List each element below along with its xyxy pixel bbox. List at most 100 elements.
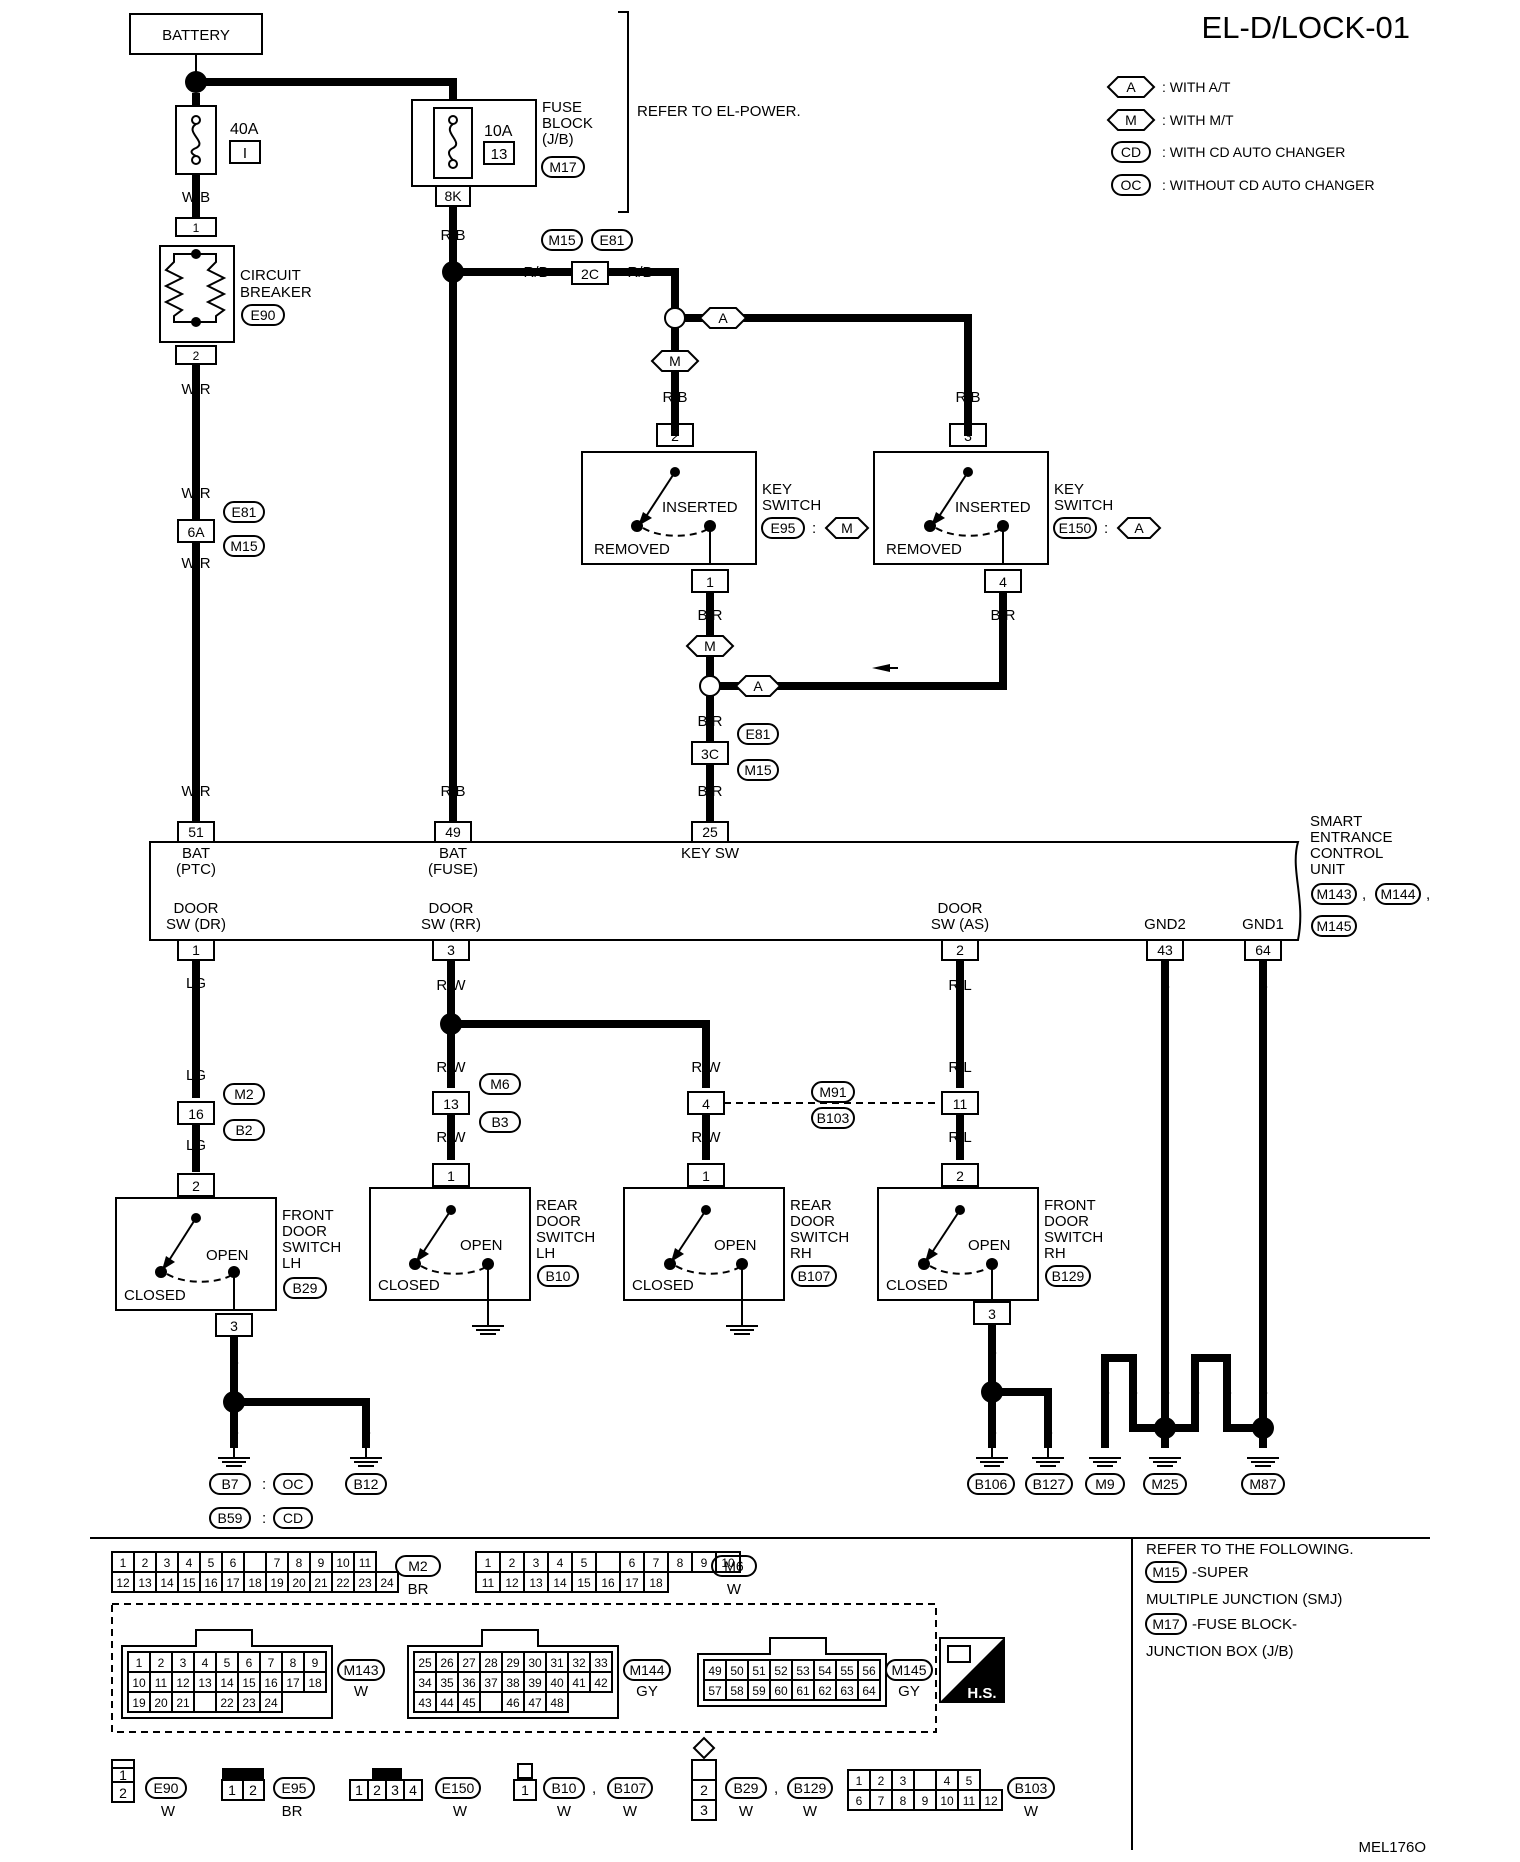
svg-text:1: 1 xyxy=(702,1168,710,1184)
connector-pin-label: 18 xyxy=(308,1676,322,1690)
svg-text:KEY: KEY xyxy=(1054,481,1084,498)
connector-pin-cell xyxy=(479,1691,503,1713)
svg-text:2: 2 xyxy=(700,1782,708,1798)
svg-text:OC: OC xyxy=(1121,177,1142,193)
svg-text:-SUPER: -SUPER xyxy=(1192,1564,1249,1581)
svg-text:2: 2 xyxy=(119,1785,127,1801)
svg-text:E90: E90 xyxy=(154,1780,179,1796)
svg-text:INSERTED: INSERTED xyxy=(662,499,738,516)
svg-text:B29: B29 xyxy=(293,1280,318,1296)
connector-pin-label: 63 xyxy=(840,1684,854,1698)
joint-4: 4 xyxy=(702,1096,710,1112)
connector-pin-label: 51 xyxy=(752,1664,766,1678)
ground-b7: B7 xyxy=(221,1476,238,1492)
connector-pin-label: 16 xyxy=(204,1576,218,1590)
connector-pin-label: 3 xyxy=(900,1774,907,1788)
fuse-40a xyxy=(175,105,217,175)
fuse-10a-id: 13 xyxy=(491,146,508,163)
connector-pin-label: 5 xyxy=(581,1556,588,1570)
svg-text:B: B xyxy=(229,1423,239,1440)
svg-text:43: 43 xyxy=(1157,942,1173,958)
connector-pin-label: 3 xyxy=(180,1656,187,1670)
svg-text:1: 1 xyxy=(355,1782,363,1798)
svg-text:BR: BR xyxy=(282,1803,303,1820)
legend: A : WITH A/T M : WITH M/T CD : WITH CD A… xyxy=(1106,76,1375,196)
svg-text:M145: M145 xyxy=(891,1662,926,1678)
connector-pin-label: 35 xyxy=(440,1676,454,1690)
connector-pin-label: 19 xyxy=(132,1696,146,1710)
connector-pin-label: 40 xyxy=(550,1676,564,1690)
svg-text:R/W: R/W xyxy=(436,977,466,994)
svg-text:B129: B129 xyxy=(794,1780,827,1796)
svg-text:B: B xyxy=(1128,1383,1138,1400)
svg-text:B10: B10 xyxy=(546,1268,571,1284)
svg-text:R/L: R/L xyxy=(948,1059,971,1076)
fuse-40a-rating: 40A xyxy=(230,121,259,138)
connector-pin-label: 20 xyxy=(292,1576,306,1590)
fuse-40a-id: I xyxy=(243,145,247,162)
connector-b10: 1 xyxy=(513,1763,537,1801)
wire-label-wb: W/B xyxy=(182,189,210,206)
svg-text::: : xyxy=(812,520,816,537)
connector-pin-label: 44 xyxy=(440,1696,454,1710)
connector-pin-label: 3 xyxy=(164,1556,171,1570)
svg-text:4: 4 xyxy=(999,574,1007,590)
connector-pin-label: 59 xyxy=(752,1684,766,1698)
svg-text:MULTIPLE JUNCTION (SMJ): MULTIPLE JUNCTION (SMJ) xyxy=(1146,1591,1342,1608)
svg-text:CLOSED: CLOSED xyxy=(378,1277,440,1294)
connector-pin-cell xyxy=(193,1691,217,1713)
svg-text:R/L: R/L xyxy=(948,1129,971,1146)
svg-text:B/R: B/R xyxy=(697,713,722,730)
connector-pin-label: 4 xyxy=(557,1556,564,1570)
svg-text:DOOR: DOOR xyxy=(282,1223,327,1240)
option-node-top xyxy=(664,307,686,329)
svg-text:B: B xyxy=(1160,977,1170,994)
svg-text:M15: M15 xyxy=(744,762,771,778)
svg-text:R/W: R/W xyxy=(436,1129,466,1146)
svg-text:M143: M143 xyxy=(1316,886,1351,902)
connector-pin-label: 54 xyxy=(818,1664,832,1678)
svg-text:M17: M17 xyxy=(549,159,576,175)
svg-text:49: 49 xyxy=(445,824,461,840)
svg-text:M2: M2 xyxy=(408,1558,428,1574)
connector-pin-cell xyxy=(595,1551,621,1573)
svg-text:A: A xyxy=(718,310,728,326)
svg-text:B: B xyxy=(1100,1383,1110,1400)
connector-pin-cell xyxy=(715,1551,741,1573)
connector-pin-label: 9 xyxy=(701,1556,708,1570)
joint-16: 16 xyxy=(188,1106,204,1122)
ground-b59: B59 xyxy=(218,1510,243,1526)
joint-2c: 2C xyxy=(581,266,599,282)
svg-text:W/R: W/R xyxy=(181,485,210,502)
svg-text:B: B xyxy=(229,1353,239,1370)
connector-pin-cell xyxy=(243,1551,267,1573)
connector-pin-label: 52 xyxy=(774,1664,788,1678)
svg-text:M15: M15 xyxy=(1152,1564,1179,1580)
svg-text:R/B: R/B xyxy=(523,264,548,281)
svg-text:SW (RR): SW (RR) xyxy=(421,916,481,933)
connector-pin-label: 7 xyxy=(268,1656,275,1670)
connector-pin-label: 29 xyxy=(506,1656,520,1670)
connector-pin-cell xyxy=(913,1769,937,1791)
svg-text:B: B xyxy=(1043,1423,1053,1440)
ground-b12: B12 xyxy=(354,1476,379,1492)
svg-text:W: W xyxy=(739,1803,754,1820)
svg-text:UNIT: UNIT xyxy=(1310,861,1345,878)
svg-text:CLOSED: CLOSED xyxy=(632,1277,694,1294)
connector-pin-label: 42 xyxy=(594,1676,608,1690)
diagram-title: EL-D/LOCK-01 xyxy=(1202,10,1410,45)
svg-text:JUNCTION BOX (J/B): JUNCTION BOX (J/B) xyxy=(1146,1643,1294,1660)
connector-pin-label: 9 xyxy=(312,1656,319,1670)
ground-m9: M9 xyxy=(1095,1476,1115,1492)
svg-text:1: 1 xyxy=(706,574,714,590)
connector-pin-label: 10 xyxy=(940,1794,954,1808)
svg-text:B: B xyxy=(1160,1383,1170,1400)
svg-text:(FUSE): (FUSE) xyxy=(428,861,478,878)
connector-pin-label: 64 xyxy=(862,1684,876,1698)
svg-text:W: W xyxy=(623,1803,638,1820)
connector-pin-label: 21 xyxy=(176,1696,190,1710)
svg-text:OC: OC xyxy=(283,1476,304,1492)
svg-text:M: M xyxy=(669,353,681,369)
svg-text:(J/B): (J/B) xyxy=(542,131,574,148)
svg-text:REMOVED: REMOVED xyxy=(594,541,670,558)
